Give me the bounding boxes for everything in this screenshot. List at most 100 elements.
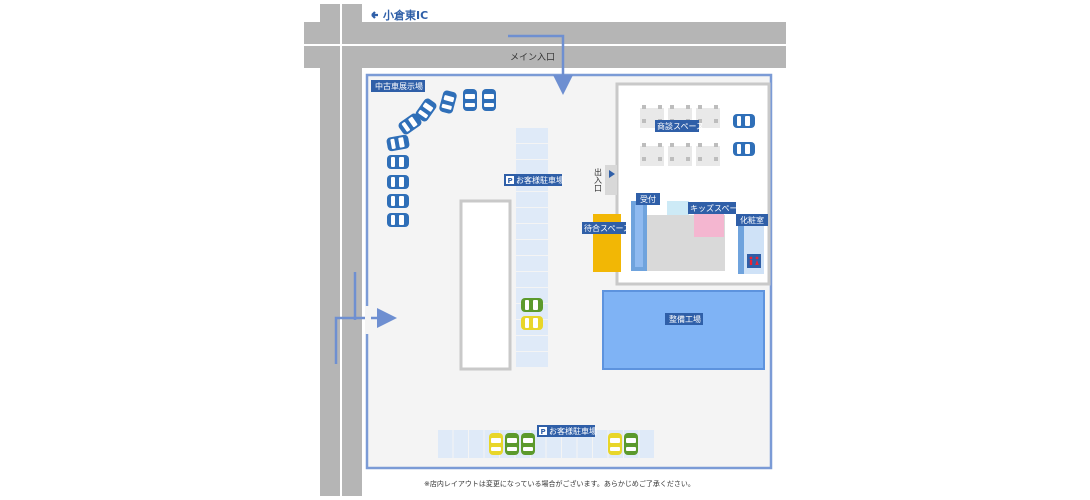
consultation-chair xyxy=(670,105,674,109)
entrance-column xyxy=(605,165,617,195)
consultation-table xyxy=(696,105,720,128)
waiting-space-label: 待合スペース xyxy=(584,223,631,233)
parking-slot xyxy=(516,336,548,351)
powder-room-label: 化粧室 xyxy=(740,215,764,225)
display-car xyxy=(482,89,496,111)
restroom-icon-female-body xyxy=(755,260,759,265)
consultation-table-top xyxy=(696,146,720,166)
left-arrow-icon xyxy=(371,11,378,19)
customer-parking-bottom-label: お客様駐車場 xyxy=(549,426,597,436)
parking-slot xyxy=(516,192,548,207)
customer-parking-center-label: お客様駐車場 xyxy=(516,175,564,185)
display-car-body xyxy=(387,194,409,208)
customer-parking-bottom-label-bg xyxy=(537,425,595,437)
display-car-rear-window xyxy=(391,177,395,187)
parking-slot xyxy=(516,208,548,223)
layout-change-footnote: ※店内レイアウトは変更になっている場合がございます。あらかじめご了承ください。 xyxy=(424,479,695,488)
display-car-windshield xyxy=(399,157,404,167)
parking-slot xyxy=(438,430,453,458)
reception-counter-inner xyxy=(635,205,643,267)
display-car-windshield xyxy=(422,102,434,112)
showroom-car-windshield xyxy=(745,116,750,126)
consultation-chair xyxy=(658,105,662,109)
restroom-icon-male xyxy=(749,256,753,260)
parking-icon-center-letter: P xyxy=(508,177,513,185)
customer-parking-center-label-bg xyxy=(504,174,562,186)
parking-slot xyxy=(516,240,548,255)
consultation-chair xyxy=(714,105,718,109)
parked-car xyxy=(521,316,543,330)
consultation-chair xyxy=(686,143,690,147)
parked-car-body xyxy=(608,433,622,455)
consultation-chair xyxy=(698,143,702,147)
center-parking-slots xyxy=(516,128,548,367)
parking-icon-bottom xyxy=(539,427,547,435)
parked-cars xyxy=(489,114,755,455)
parked-car xyxy=(489,433,503,455)
showroom-car-body xyxy=(733,114,755,128)
showroom-car-rear-window xyxy=(737,116,741,126)
display-car-windshield xyxy=(443,95,455,103)
display-car-windshield xyxy=(465,94,475,99)
kids-space-label: キッズスペース xyxy=(690,203,745,213)
consultation-space-label-bg xyxy=(655,120,699,132)
parked-car-body xyxy=(505,433,519,455)
display-car-rear-window xyxy=(390,138,396,149)
ic-label: 小倉東IC xyxy=(382,8,428,22)
parked-car-windshield xyxy=(533,318,538,328)
parking-icon-bottom-letter: P xyxy=(541,428,546,436)
consultation-chair xyxy=(714,143,718,147)
reception-label-bg xyxy=(636,193,660,205)
display-car-rear-window xyxy=(391,157,395,167)
parked-car-rear-window xyxy=(610,447,620,451)
display-car-body xyxy=(415,98,437,122)
parking-icon-center xyxy=(506,176,514,184)
consultation-chair xyxy=(686,105,690,109)
waiting-space-label-bg xyxy=(582,222,626,234)
parked-car xyxy=(521,298,543,312)
main-entrance-label: メイン入口 xyxy=(510,52,555,63)
service-shop-label-bg xyxy=(665,313,703,325)
display-car-rear-window xyxy=(465,103,475,107)
side-entrance-arrow xyxy=(334,308,397,364)
restroom-icon xyxy=(747,254,761,268)
parking-slot xyxy=(469,430,484,458)
triangle-right-icon xyxy=(609,170,615,178)
ic-direction: 小倉東IC xyxy=(371,8,428,22)
display-car-windshield xyxy=(399,196,404,206)
showroom-car xyxy=(733,142,755,156)
display-car xyxy=(387,155,409,169)
parked-car-rear-window xyxy=(626,447,636,451)
parked-car-windshield xyxy=(491,438,501,443)
parked-car-windshield xyxy=(523,438,533,443)
parking-slot xyxy=(516,144,548,159)
consultation-chair xyxy=(714,157,718,161)
consultation-chair xyxy=(642,119,646,123)
roads xyxy=(304,4,786,496)
display-car-windshield xyxy=(398,137,405,148)
consultation-chair xyxy=(670,157,674,161)
parked-car-windshield xyxy=(507,438,517,443)
display-car xyxy=(439,90,457,114)
display-car xyxy=(415,98,437,122)
entrance-exit-label: 出入口 xyxy=(594,167,603,192)
display-car-windshield xyxy=(399,215,404,225)
parked-car-rear-window xyxy=(491,447,501,451)
display-car xyxy=(387,213,409,227)
display-car-rear-window xyxy=(441,103,452,110)
display-car-body xyxy=(387,175,409,189)
parked-car xyxy=(608,433,622,455)
showroom-car-rear-window xyxy=(737,144,741,154)
parking-slot xyxy=(593,430,608,458)
display-car-body xyxy=(387,155,409,169)
display-car xyxy=(387,194,409,208)
display-car-body xyxy=(482,89,496,111)
display-car-rear-window xyxy=(401,122,411,132)
kids-space-label-bg xyxy=(688,202,736,214)
showroom-car xyxy=(733,114,755,128)
service-shop-label: 整備工場 xyxy=(669,314,701,324)
parked-car xyxy=(505,433,519,455)
display-car-rear-window xyxy=(391,196,395,206)
used-car-display-label-bg xyxy=(371,80,425,92)
